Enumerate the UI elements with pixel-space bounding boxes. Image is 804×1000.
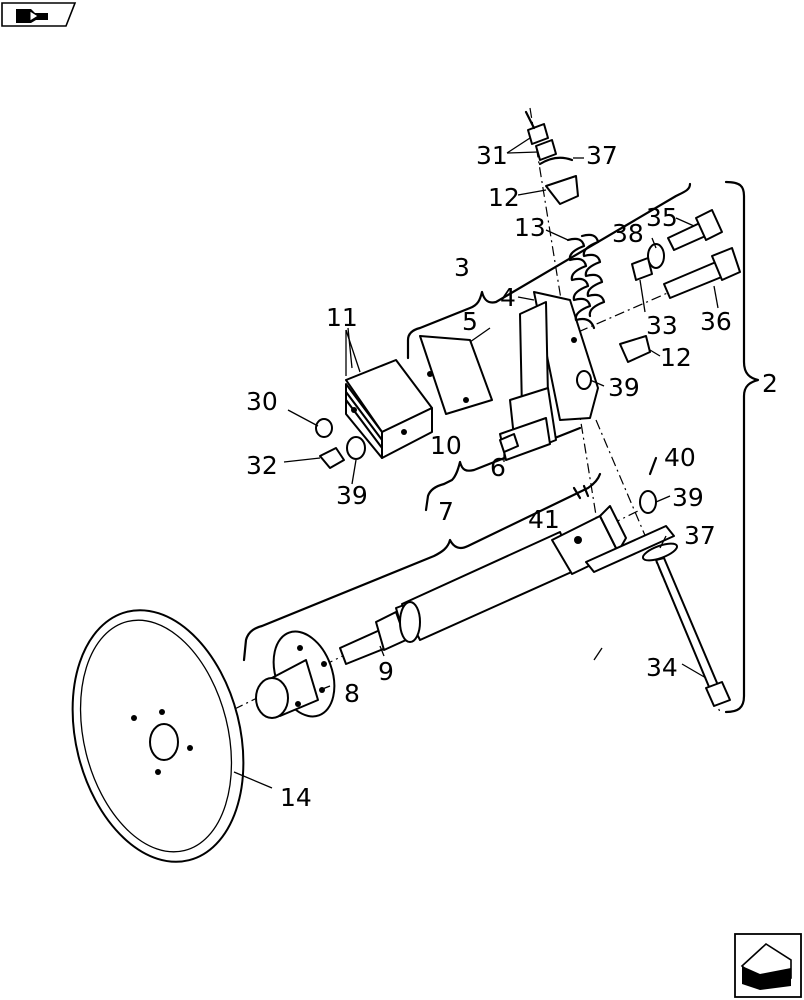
washer-37b bbox=[641, 542, 679, 562]
callout-36: 36 bbox=[700, 307, 732, 336]
callout-32: 32 bbox=[246, 451, 278, 480]
lock-6 bbox=[499, 433, 519, 453]
callout-labels: 31 37 12 13 35 38 3 4 11 5 33 36 12 2 30… bbox=[246, 141, 778, 812]
next-page-arrow-icon bbox=[740, 942, 792, 990]
axis-line-vertical bbox=[529, 107, 601, 541]
callout-14: 14 bbox=[280, 783, 312, 812]
bolt-34 bbox=[655, 557, 731, 707]
callout-37-upper: 37 bbox=[586, 141, 618, 170]
callout-2: 2 bbox=[762, 369, 778, 398]
pin-40 bbox=[648, 456, 658, 476]
nut-30 bbox=[315, 418, 333, 438]
nut-33 bbox=[631, 257, 653, 281]
block-12b bbox=[619, 335, 651, 363]
callout-40: 40 bbox=[664, 443, 696, 472]
arm-tube-7 bbox=[399, 531, 577, 643]
washer-39c bbox=[639, 490, 657, 514]
nut-32 bbox=[319, 447, 345, 469]
washer-38 bbox=[647, 243, 665, 269]
washer-39a bbox=[576, 370, 592, 390]
previous-page-arrow-icon bbox=[16, 9, 48, 23]
callout-4-upper: 4 bbox=[500, 283, 516, 312]
callout-13: 13 bbox=[514, 213, 546, 242]
callout-11: 11 bbox=[326, 303, 358, 332]
callout-8: 8 bbox=[344, 679, 360, 708]
callout-7: 7 bbox=[438, 497, 454, 526]
bolt-35 bbox=[667, 209, 723, 251]
callout-30: 30 bbox=[246, 387, 278, 416]
callout-38: 38 bbox=[612, 219, 644, 248]
callout-9: 9 bbox=[378, 657, 394, 686]
nuts-31 bbox=[524, 110, 557, 161]
washer-39b bbox=[346, 436, 366, 460]
bolt-36 bbox=[663, 247, 741, 299]
callout-39-middle: 39 bbox=[608, 373, 640, 402]
disc-blade-14 bbox=[71, 609, 245, 863]
callout-5: 5 bbox=[462, 307, 478, 336]
hub-8 bbox=[255, 630, 336, 719]
callout-37-lower: 37 bbox=[684, 521, 716, 550]
callout-6: 6 bbox=[490, 453, 506, 482]
bracket-10 bbox=[424, 426, 582, 512]
bracket-41 bbox=[551, 484, 675, 575]
callout-41: 41 bbox=[528, 505, 560, 534]
callout-10: 10 bbox=[430, 431, 462, 460]
callout-12-lower: 12 bbox=[660, 343, 692, 372]
callout-31: 31 bbox=[476, 141, 508, 170]
callout-12-upper: 12 bbox=[488, 183, 520, 212]
washer-37a bbox=[538, 156, 574, 166]
spring-13 bbox=[566, 233, 606, 330]
prev-page-button[interactable] bbox=[1, 2, 77, 27]
callout-39-left: 39 bbox=[336, 481, 368, 510]
shim-plates-11 bbox=[345, 359, 433, 459]
bracket-3 bbox=[406, 182, 692, 360]
block-12a bbox=[545, 175, 579, 205]
next-page-button[interactable] bbox=[734, 933, 802, 998]
callout-3: 3 bbox=[454, 253, 470, 282]
callout-33: 33 bbox=[646, 311, 678, 340]
callout-39-right: 39 bbox=[672, 483, 704, 512]
callout-34: 34 bbox=[646, 653, 678, 682]
callout-35: 35 bbox=[646, 203, 678, 232]
plate-5 bbox=[419, 335, 493, 415]
bracket-7 bbox=[242, 472, 602, 662]
leader-lines bbox=[233, 137, 719, 789]
bracket-2 bbox=[724, 180, 760, 714]
